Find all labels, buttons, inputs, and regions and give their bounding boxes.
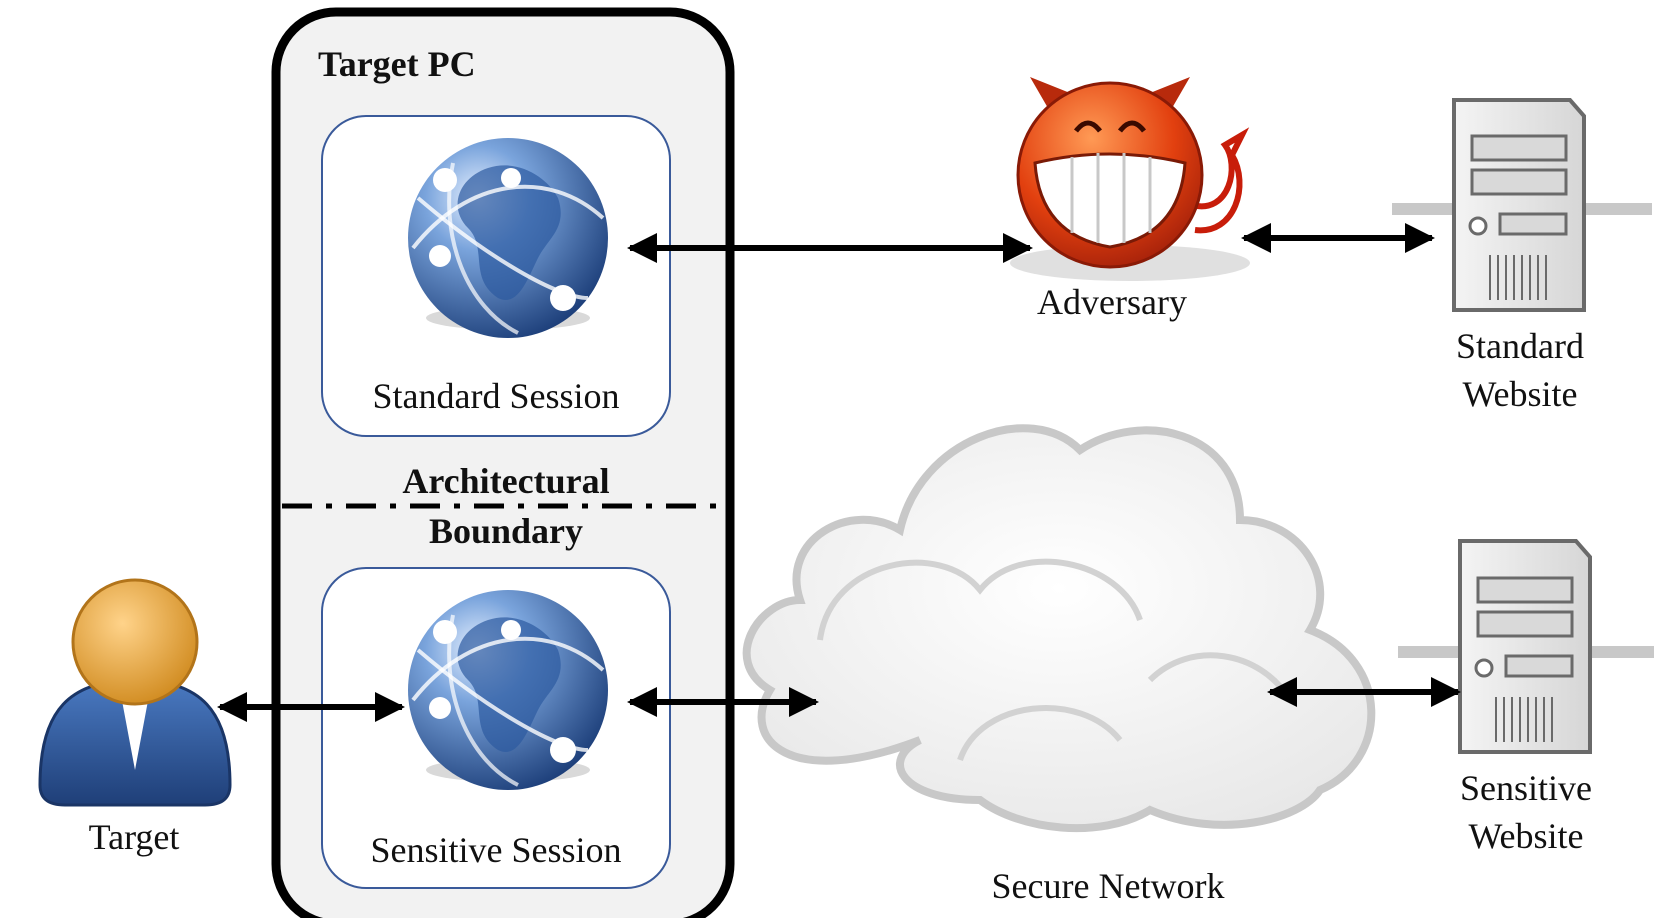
server-icon <box>1398 539 1654 754</box>
standard-session-box: Standard Session <box>321 115 671 437</box>
sensitive-website-label-line2: Website <box>1468 816 1583 856</box>
user-icon <box>38 578 232 807</box>
standard-website-label-line1: Standard <box>1456 326 1584 366</box>
sensitive-session-label: Sensitive Session <box>370 830 621 870</box>
standard-website: Standard Website <box>1392 98 1652 414</box>
adversary: Adversary <box>1010 77 1250 322</box>
globe-icon <box>408 590 608 790</box>
sensitive-session-box: Sensitive Session <box>321 567 671 889</box>
cloud-icon <box>742 424 1376 833</box>
sensitive-website: Sensitive Website <box>1398 539 1654 856</box>
boundary-label-line1: Architectural <box>402 461 609 501</box>
target-pc-title: Target PC <box>318 44 476 84</box>
connection-arrows <box>217 223 1461 722</box>
server-icon <box>1392 98 1652 312</box>
sensitive-website-label-line1: Sensitive <box>1460 768 1592 808</box>
standard-website-label-line2: Website <box>1462 374 1577 414</box>
boundary-label-bg-2 <box>412 512 596 548</box>
adversary-label: Adversary <box>1037 282 1187 322</box>
standard-session-label: Standard Session <box>373 376 620 416</box>
target-label: Target <box>89 817 180 857</box>
globe-icon <box>408 138 608 338</box>
boundary-label-bg <box>380 462 626 498</box>
devil-face-icon <box>1010 77 1250 281</box>
boundary-label-line2: Boundary <box>429 511 583 551</box>
secure-network-cloud: Secure Network <box>742 424 1376 906</box>
secure-network-label: Secure Network <box>992 866 1225 906</box>
target-user: Target <box>38 578 232 857</box>
